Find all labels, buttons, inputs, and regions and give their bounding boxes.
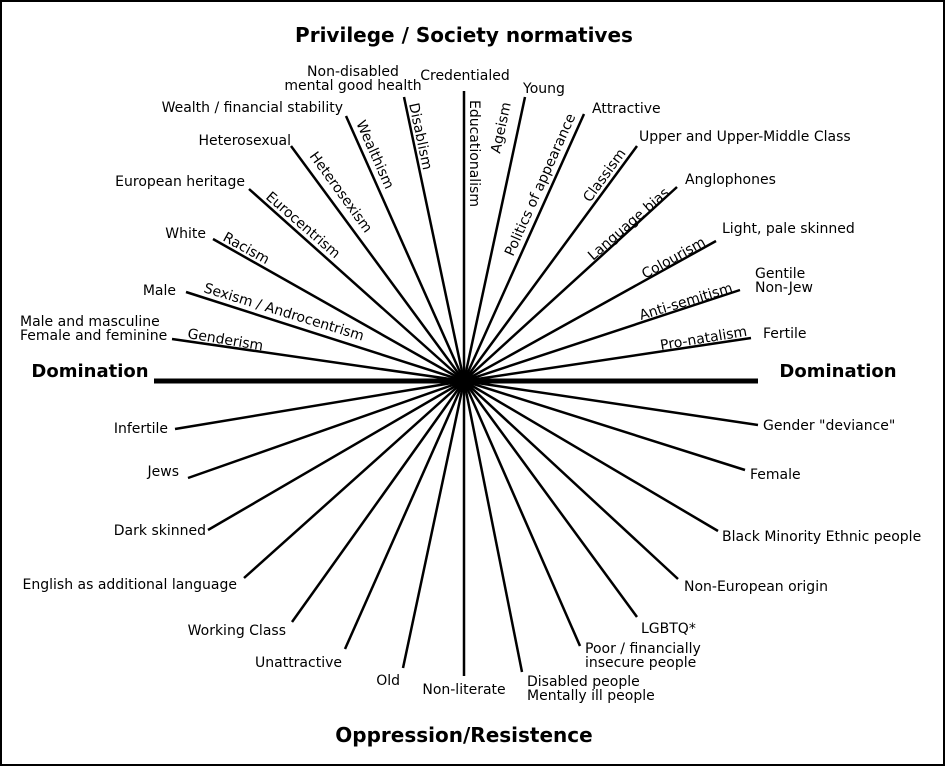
privileged-group-wealth: Wealth / financial stability (162, 100, 343, 116)
spoke-line-appear-privileged (462, 113, 586, 382)
privileged-group-gender: Male and masculine (20, 314, 160, 330)
spoke-line-gender-oppressed (463, 379, 759, 427)
oppressed-group-wealth: insecure people (585, 655, 696, 671)
spoke-line-appear-oppressed (343, 380, 466, 650)
spoke-line-age-oppressed (401, 380, 466, 669)
spoke-line-antisem-privileged (463, 288, 741, 383)
oppressed-group-edu: Non-literate (422, 682, 505, 698)
privileged-group-antisem: Gentile (755, 266, 805, 282)
privileged-group-edu: Credentialed (420, 68, 510, 84)
spoke-line-wealth-privileged (344, 115, 466, 382)
oppressed-group-disab: Disabled people (527, 674, 640, 690)
spoke-line-race-privileged (212, 237, 465, 383)
spoke-line-age-privileged (462, 96, 527, 382)
oppressed-group-hetero: LGBTQ* (641, 621, 696, 637)
spoke-line-disab-privileged (402, 96, 466, 382)
oppressed-group-natal: Infertile (114, 421, 168, 437)
oppressed-group-colour: Dark skinned (114, 523, 206, 539)
privileged-group-natal: Fertile (763, 326, 807, 342)
bottom-title: Oppression/Resistence (335, 723, 592, 747)
privileged-group-age: Young (522, 81, 565, 97)
privileged-group-colour: Light, pale skinned (722, 221, 855, 237)
spoke-line-hetero-oppressed (462, 380, 639, 618)
spoke-line-sex-privileged (185, 290, 465, 383)
spoke-line-lang-oppressed (243, 380, 465, 579)
oppressed-group-disab: Mentally ill people (527, 688, 655, 704)
spoke-line-sex-oppressed (463, 379, 746, 472)
oppressed-group-gender: Gender "deviance" (763, 418, 895, 434)
domination-label-left: Domination (31, 361, 148, 382)
oppressed-group-age: Old (376, 673, 400, 689)
spoke-line-class-oppressed (290, 380, 466, 623)
privileged-group-race: White (165, 226, 206, 242)
privileged-group-antisem: Non-Jew (755, 280, 813, 296)
spoke-line-race-oppressed (463, 379, 719, 533)
spoke-line-hetero-privileged (289, 145, 466, 382)
spoke-line-gender-privileged (171, 337, 465, 383)
domination-label-right: Domination (779, 361, 896, 382)
privileged-group-hetero: Heterosexual (198, 133, 291, 149)
privileged-group-class: Upper and Upper-Middle Class (639, 129, 851, 145)
spoke-line-colour-privileged (463, 239, 717, 383)
spoke-line-disab-oppressed (462, 380, 524, 673)
oppressed-group-euro: Non-European origin (684, 579, 828, 595)
oppressed-group-sex: Female (750, 467, 801, 483)
spoke-line-euro-privileged (248, 188, 465, 382)
privileged-group-sex: Male (143, 283, 176, 299)
oppressed-group-race: Black Minority Ethnic people (722, 529, 921, 545)
spoke-line-natal-oppressed (174, 379, 465, 431)
spoke-line-colour-oppressed (207, 379, 465, 532)
oppressed-group-wealth: Poor / financially (585, 641, 701, 657)
top-title: Privilege / Society normatives (295, 23, 633, 47)
oppression-system-edu: Educationalism (466, 100, 482, 207)
privileged-group-disab: Non-disabled (307, 64, 399, 80)
spoke-line-class-privileged (462, 145, 639, 382)
spoke-line-antisem-oppressed (187, 379, 465, 480)
oppressed-group-lang: English as additional language (23, 577, 237, 593)
spoke-line-natal-privileged (463, 336, 752, 383)
privileged-group-gender: Female and feminine (20, 328, 167, 344)
privileged-group-disab: mental good health (284, 78, 421, 94)
privileged-group-euro: European heritage (115, 174, 245, 190)
oppressed-group-antisem: Jews (147, 464, 180, 480)
oppressed-group-appear: Unattractive (255, 655, 342, 671)
spoke-line-euro-oppressed (463, 380, 679, 580)
oppressed-group-class: Working Class (188, 623, 286, 639)
spoke-line-lang-privileged (463, 186, 678, 382)
spoke-line-wealth-oppressed (462, 380, 582, 647)
privileged-group-lang: Anglophones (685, 172, 776, 188)
spokes-layer (171, 91, 759, 676)
privileged-group-appear: Attractive (592, 101, 661, 117)
